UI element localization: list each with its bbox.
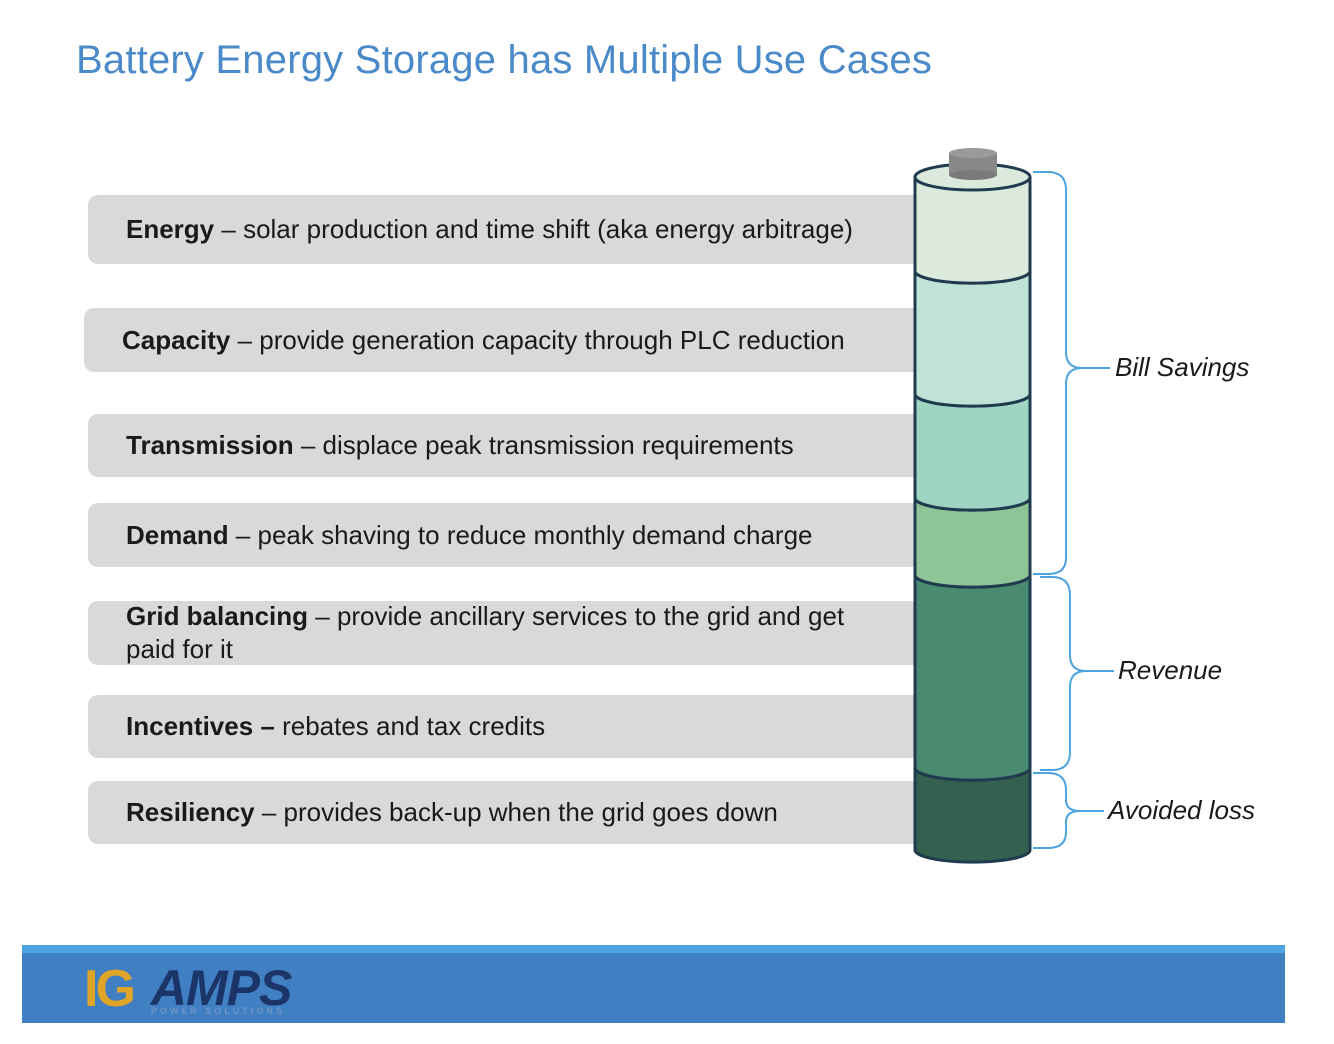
use-case-capacity: Capacity – provide generation capacity t… bbox=[84, 308, 924, 372]
use-case-desc: – provide generation capacity through PL… bbox=[230, 324, 845, 355]
use-case-term: Demand bbox=[126, 519, 229, 550]
brace-bill-savings bbox=[1033, 171, 1110, 575]
use-case-desc: – provide ancillary services to the grid… bbox=[126, 601, 845, 664]
use-case-term: Grid balancing bbox=[126, 601, 309, 631]
company-logo: IG AMPS POWER SOLUTIONS bbox=[84, 960, 292, 1022]
brace-revenue bbox=[1040, 576, 1114, 771]
logo-amps: AMPS bbox=[150, 960, 292, 1016]
use-case-term: Capacity bbox=[122, 324, 231, 355]
use-case-energy: Energy – solar production and time shift… bbox=[88, 195, 928, 264]
use-case-desc: rebates and tax credits bbox=[274, 711, 546, 741]
segment-energy bbox=[913, 176, 1032, 285]
use-case-desc: – displace peak transmission requirement… bbox=[293, 430, 794, 460]
group-braces bbox=[1033, 171, 1114, 849]
use-case-resiliency: Resiliency – provides back-up when the g… bbox=[88, 781, 928, 844]
use-case-term: Resiliency bbox=[126, 797, 255, 827]
use-case-desc: – peak shaving to reduce monthly demand … bbox=[228, 519, 813, 550]
use-case-term: Energy bbox=[126, 214, 215, 244]
label-bill-savings: Bill Savings bbox=[1115, 352, 1250, 382]
logo-ig: IG bbox=[84, 960, 136, 1018]
segment-grid-incentives bbox=[913, 574, 1032, 782]
use-case-grid-balancing: Grid balancing – provide ancillary servi… bbox=[88, 601, 928, 665]
brace-avoided-loss bbox=[1033, 772, 1104, 849]
use-case-desc: – provides back-up when the grid goes do… bbox=[254, 797, 778, 827]
segment-resiliency bbox=[913, 767, 1032, 864]
footer-bar bbox=[22, 945, 1285, 1023]
use-case-demand: Demand – peak shaving to reduce monthly … bbox=[88, 503, 928, 567]
segment-transmission bbox=[913, 393, 1032, 512]
use-case-desc: – solar production and time shift (aka e… bbox=[214, 214, 853, 244]
battery-terminal bbox=[949, 148, 997, 180]
use-case-incentives: Incentives – rebates and tax credits bbox=[88, 695, 928, 758]
label-revenue: Revenue bbox=[1118, 655, 1223, 685]
label-avoided-loss: Avoided loss bbox=[1108, 795, 1255, 825]
logo-subtitle: POWER SOLUTIONS bbox=[150, 1006, 285, 1016]
battery-segments bbox=[913, 162, 1032, 864]
use-case-transmission: Transmission – displace peak transmissio… bbox=[88, 414, 928, 477]
use-case-term: Incentives – bbox=[126, 711, 275, 741]
page-title: Battery Energy Storage has Multiple Use … bbox=[76, 38, 933, 82]
segment-capacity bbox=[913, 270, 1032, 408]
use-case-term: Transmission bbox=[126, 430, 294, 460]
